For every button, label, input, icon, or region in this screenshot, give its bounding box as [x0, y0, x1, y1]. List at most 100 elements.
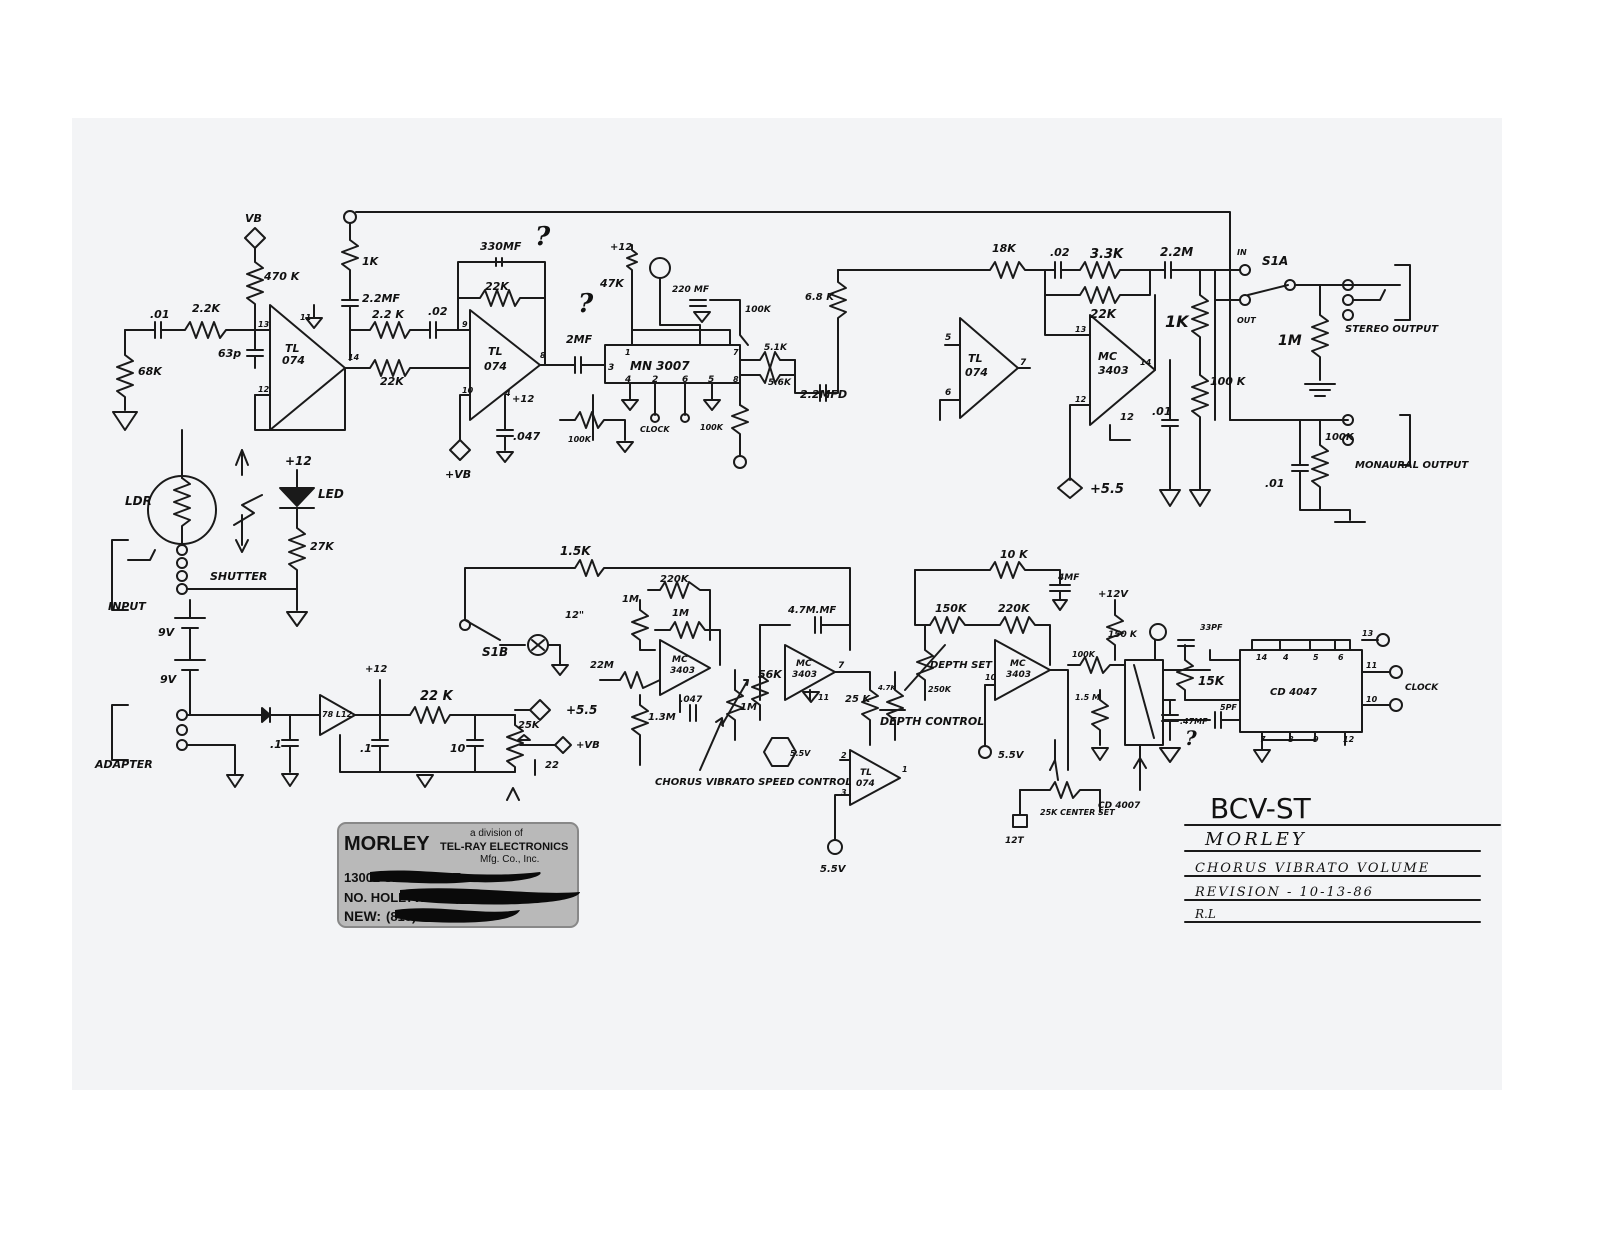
bbd-p8: 8 [733, 375, 739, 384]
clk-chip2: CD 4007 [1098, 801, 1141, 811]
mc-out-b: 3403 [1098, 364, 1129, 377]
opamp1-a: TL [285, 342, 300, 355]
lfo-r-1-5k: 1.5K [560, 544, 592, 558]
clk-cap-47mf: .47MF [1180, 717, 1208, 726]
redaction-1 [370, 870, 541, 884]
cap-2-2m-label: 2.2M [1160, 245, 1193, 259]
pin-9: 9 [462, 320, 468, 329]
shutter-label: SHUTTER [210, 570, 267, 583]
clk-centre: 25K CENTER SET [1040, 808, 1115, 817]
pin-12-out: 12 [1075, 395, 1087, 404]
r-1k-out-label: 1K [1165, 312, 1190, 331]
vb-label: VB [245, 212, 262, 225]
cap-220mf-label: 220 MF [672, 285, 710, 295]
bbd-chip: MN 3007 [630, 359, 690, 373]
clk-plus12v: +12V [1098, 589, 1129, 600]
reg-cap-1b: .1 [360, 742, 372, 755]
r-22k-out-label: 22K [1090, 307, 1118, 321]
cap-330mf-label: 330MF [480, 240, 522, 253]
lfo-r-1-3m: 1.3M [648, 712, 676, 723]
r-5-6k-label: 5.6K [768, 378, 792, 388]
r-100k-b-label: 100K [700, 423, 724, 432]
r-6-8k-label: 6.8 K [805, 292, 835, 303]
r-5-1k-label: 5.1K [764, 343, 788, 353]
bbd-p5: 5 [708, 375, 714, 385]
clk-p10: 10 [1366, 695, 1378, 704]
lfo-cap-047: .047 [680, 695, 703, 705]
title-initials: R.L [1194, 907, 1216, 921]
pin-10: 10 [462, 386, 474, 395]
v12-out: 12 [1120, 412, 1134, 423]
plus12-led: +12 [285, 454, 312, 468]
redaction-2 [400, 888, 580, 905]
bbd-plus12: +12 [610, 242, 632, 253]
input-label: INPUT [108, 600, 147, 613]
cap-2-2mfd-label: 2.2MFD [800, 388, 847, 401]
lfo-mc1-a: MC [672, 655, 688, 665]
lfo-pot-1m: 1M [622, 594, 639, 605]
cap-047-label: .047 [513, 430, 540, 443]
r-100k-label: 100K [745, 305, 772, 315]
lfo-p11: 11 [818, 693, 829, 702]
depth-mc-b: 3403 [1006, 670, 1031, 680]
bbd-p2: 2 [652, 375, 658, 385]
pin-14: 14 [348, 353, 360, 362]
bbd-p4: 4 [624, 375, 631, 385]
clk-p11: 11 [1366, 661, 1377, 670]
lfo-r-22m: 22M [590, 660, 614, 671]
depth-r-150k: 150K [935, 602, 968, 615]
clk-v12t: 12T [1005, 836, 1025, 846]
clk-p7: 7 [1260, 735, 1266, 744]
pin-8: 8 [540, 351, 546, 360]
depth-p1: 1 [902, 765, 908, 774]
lfo-v55: 5.5V [790, 749, 811, 758]
clk-p8: 8 [1288, 735, 1294, 744]
reg-plus12: +12 [365, 664, 387, 675]
bbd-p7: 7 [733, 348, 739, 357]
depth-pot-25k: 25 K [845, 694, 871, 705]
switch-out: OUT [1237, 316, 1256, 325]
depth-ctrl: DEPTH CONTROL [880, 715, 984, 728]
r-18k-label: 18K [992, 242, 1017, 255]
clk-p5: 5 [1313, 653, 1319, 662]
reg-r-22k: 22 K [420, 689, 454, 704]
cap-2-2mf-label: 2.2MF [362, 292, 400, 305]
r-100k-out-label: 100 K [1210, 375, 1247, 388]
pot-100k-label: 100K [568, 435, 592, 444]
reg-cap-1: .1 [270, 738, 282, 751]
pin-13: 13 [258, 320, 270, 329]
clk-r-1-5m: 1.5 M [1075, 693, 1100, 702]
bbd-p3: 3 [608, 363, 614, 373]
company-stamp: MORLEY a division of TEL-RAY ELECTRONICS… [337, 822, 580, 928]
depth-p3: 3 [841, 788, 847, 797]
depth-tl-b: 074 [856, 779, 875, 789]
cap-01-label: .01 [150, 308, 170, 321]
lfo-p7: 7 [838, 661, 845, 671]
lfo-pot-1m-b: 1M [740, 702, 757, 713]
pin-6-out: 6 [945, 388, 951, 398]
title-maker: MORLEY [1204, 829, 1307, 850]
pin-4: 4 [504, 389, 511, 398]
cap-02-out-label: .02 [1050, 246, 1070, 259]
r-1m-out-label: 1M [1278, 333, 1302, 349]
bbd-p6: 6 [682, 375, 688, 385]
r-2k2-label: 2.2K [192, 302, 221, 315]
lfo-cap-4-7: 4.7M.MF [787, 605, 836, 616]
opamp2-b: 074 [484, 360, 507, 373]
r-1k-label: 1K [362, 255, 380, 268]
depth-tl-a: TL [860, 768, 872, 778]
plus-vb-label: +VB [445, 468, 471, 481]
switch-in: IN [1237, 248, 1247, 257]
clk-cap-5pf: 5PF [1220, 703, 1237, 712]
depth-set-val: 250K [928, 685, 952, 694]
cap-02-label: .02 [428, 305, 448, 318]
mono-label: MONAURAL OUTPUT [1355, 460, 1469, 471]
clk-r-150k: 150 K [1108, 630, 1138, 640]
pin-5-out: 5 [945, 333, 951, 343]
depth-v55: 5.5V [998, 750, 1025, 761]
lfo-r-1m: 1M [672, 608, 689, 619]
lfo-r-56k: 56K [758, 668, 783, 681]
depth-v55b: 5.5V [820, 864, 847, 875]
ldr-label: LDR [125, 494, 152, 508]
